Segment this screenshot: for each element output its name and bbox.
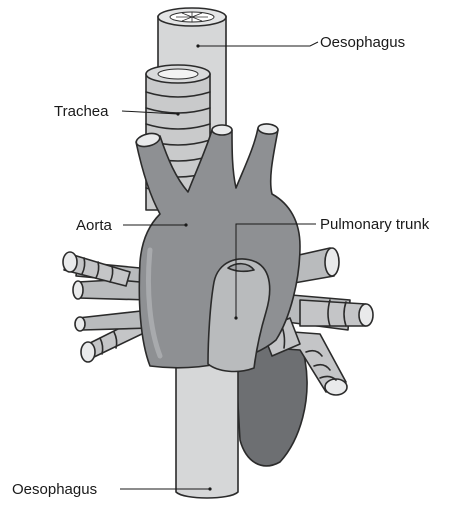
- left-pulmonary-vessels: [63, 252, 150, 362]
- label-oesophagus-bottom: Oesophagus: [12, 481, 97, 498]
- label-oesophagus-top: Oesophagus: [320, 34, 405, 51]
- label-aorta: Aorta: [76, 217, 113, 234]
- label-trachea: Trachea: [54, 103, 109, 120]
- label-pulmonary-trunk: Pulmonary trunk: [320, 216, 430, 233]
